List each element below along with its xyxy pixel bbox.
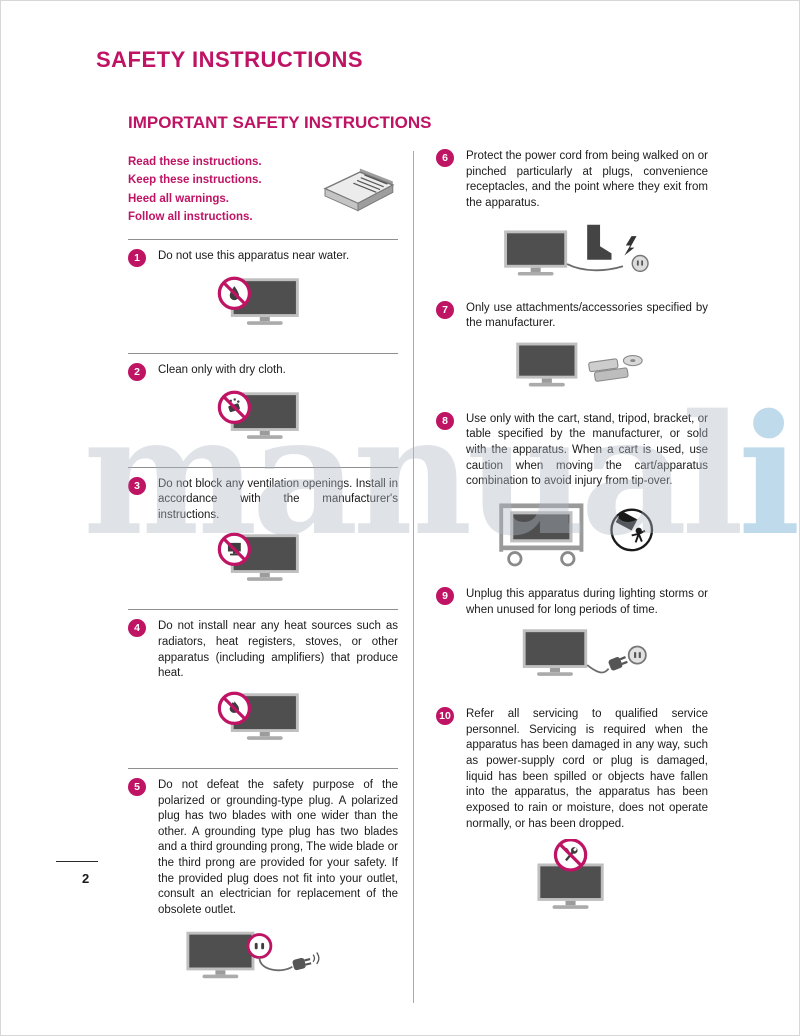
instruction-number-badge: 4	[128, 619, 146, 638]
separator	[128, 352, 398, 354]
tv-icon	[516, 342, 578, 387]
instruction-text: Use only with the cart, stand, tripod, b…	[466, 412, 708, 488]
page-title: SAFETY INSTRUCTIONS	[96, 47, 364, 72]
left-column: Read these instructions. Keep these instr…	[128, 149, 398, 1003]
instruction-text: Do not block any ventilation openings. I…	[158, 477, 398, 521]
prohibition-sign-icon	[217, 276, 252, 310]
manual-book-icon	[323, 168, 395, 212]
outlet-icon	[631, 254, 649, 272]
instruction-item-5: 5 Do not defeat the safety purpose of th…	[128, 771, 398, 1003]
separator	[128, 609, 398, 611]
intro-block: Read these instructions. Keep these instr…	[128, 149, 398, 237]
instruction-text: Unplug this apparatus during lighting st…	[466, 587, 708, 616]
instruction-item-10: 10 Refer all servicing to qualified serv…	[436, 707, 708, 925]
tv-icon	[522, 629, 587, 676]
separator	[128, 466, 398, 468]
intro-line: Keep these instructions.	[128, 174, 262, 187]
cord-protection-illustration	[436, 219, 708, 287]
prohibition-sign-icon	[553, 839, 588, 872]
no-heat-illustration	[128, 689, 398, 757]
separator	[128, 238, 398, 240]
intro-line: Read these instructions.	[128, 156, 262, 168]
intro-line: Heed all warnings.	[128, 192, 229, 205]
intro-line: Follow all instructions.	[128, 211, 253, 224]
instruction-number-badge: 6	[436, 149, 454, 167]
section-title: IMPORTANT SAFETY INSTRUCTIONS	[128, 113, 432, 132]
separator	[128, 767, 398, 769]
instruction-number-badge: 7	[436, 300, 454, 319]
instruction-number-badge: 1	[128, 248, 146, 267]
plug-icon	[608, 656, 628, 671]
tv-icon	[503, 229, 567, 276]
instruction-item-3: 3 Do not block any ventilation openings.…	[128, 470, 398, 608]
unplug-illustration	[436, 625, 708, 693]
intro-lines: Read these instructions. Keep these instr…	[128, 153, 262, 227]
instruction-text: Protect the power cord from being walked…	[466, 150, 708, 209]
no-wet-cloth-illustration	[128, 388, 398, 456]
outlet-badge-icon	[246, 932, 273, 959]
cart-illustration	[436, 497, 708, 573]
instruction-text: Do not install near any heat sources suc…	[158, 620, 398, 680]
footer-rule	[56, 861, 98, 862]
no-block-vents-illustration	[128, 530, 398, 598]
plug-icon	[292, 957, 312, 970]
instruction-number-badge: 5	[128, 777, 146, 796]
accessories-icon	[588, 354, 643, 382]
instruction-number-badge: 9	[436, 586, 454, 605]
instruction-item-9: 9 Unplug this apparatus during lighting …	[436, 586, 708, 707]
polarized-plug-illustration	[128, 926, 398, 994]
page-number: 2	[82, 871, 90, 886]
outlet-icon	[627, 645, 647, 665]
page-footer: 2	[56, 861, 98, 886]
lightning-icon	[623, 235, 637, 256]
right-column: 6 Protect the power cord from being walk…	[436, 149, 708, 1003]
instruction-text: Do not use this apparatus near water.	[158, 249, 350, 262]
instruction-text: Do not defeat the safety purpose of the …	[158, 778, 398, 916]
instruction-text: Only use attachments/accessories specifi…	[466, 301, 708, 330]
instruction-item-7: 7 Only use attachments/accessories speci…	[436, 300, 708, 412]
content-columns: Read these instructions. Keep these instr…	[128, 149, 708, 1003]
instruction-item-1: 1 Do not use this apparatus near water.	[128, 242, 398, 351]
tv-icon	[186, 931, 255, 978]
no-service-illustration	[436, 839, 708, 911]
column-divider	[413, 151, 414, 1003]
spark-icon	[312, 951, 320, 964]
instruction-item-2: 2 Clean only with dry cloth.	[128, 356, 398, 465]
manual-book-icon	[312, 163, 404, 223]
instruction-number-badge: 2	[128, 362, 146, 381]
instruction-text: Refer all servicing to qualified service…	[466, 708, 708, 830]
watermark-accent: i	[738, 378, 799, 572]
prohibition-sign-icon	[217, 390, 252, 424]
tv-icon	[537, 863, 604, 909]
cart-icon	[498, 503, 583, 567]
prohibition-sign-icon	[217, 533, 252, 567]
no-water-illustration	[128, 274, 398, 342]
instruction-number-badge: 3	[128, 476, 146, 495]
foot-icon	[586, 224, 612, 260]
instruction-item-8: 8 Use only with the cart, stand, tripod,…	[436, 411, 708, 587]
instruction-number-badge: 8	[436, 411, 454, 430]
instruction-number-badge: 10	[436, 707, 454, 726]
tip-over-warning-icon	[609, 508, 653, 552]
tv-on-cart-icon	[509, 511, 572, 543]
instruction-item-6: 6 Protect the power cord from being walk…	[436, 149, 708, 301]
instruction-item-4: 4 Do not install near any heat sources s…	[128, 612, 398, 766]
prohibition-sign-icon	[217, 691, 252, 725]
accessories-illustration	[436, 339, 708, 398]
instruction-text: Clean only with dry cloth.	[158, 363, 286, 376]
